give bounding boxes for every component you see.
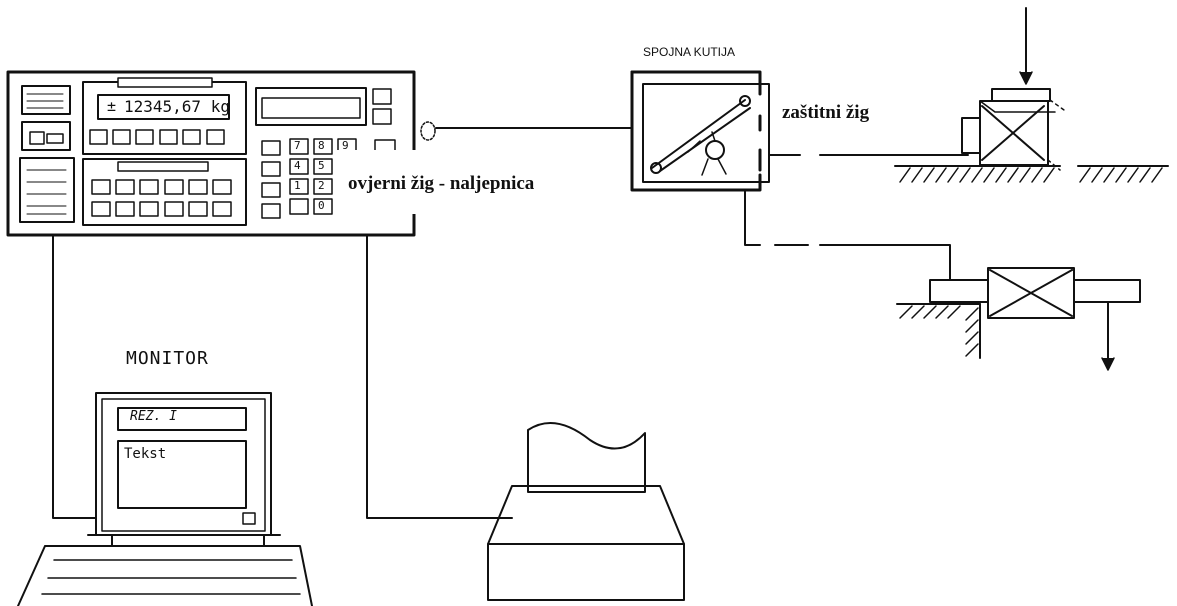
cable-junction-loadcell-2 <box>744 189 951 281</box>
numpad-key-7: 7 <box>294 139 301 152</box>
verification-seal-label: ovjerni žig - naljepnica <box>348 173 535 194</box>
cable-terminal-monitor <box>52 234 97 519</box>
cable-terminal-printer <box>366 234 513 519</box>
protective-seal-label: zaštitni žig <box>782 102 870 123</box>
numpad-key-8: 8 <box>318 139 325 152</box>
numpad-key-4: 4 <box>294 159 301 172</box>
monitor-field-2: Tekst <box>124 446 167 462</box>
monitor <box>17 392 313 606</box>
label-mask <box>336 150 588 214</box>
weight-display-value: 12345,67 kg <box>124 97 230 116</box>
weighing-terminal <box>6 70 436 237</box>
function-keys-row <box>89 129 225 145</box>
numpad-key-2: 2 <box>318 179 325 192</box>
numpad-key-9: 9 <box>342 139 349 152</box>
printer <box>487 422 685 601</box>
side-keys <box>261 140 281 219</box>
numpad-key-5: 5 <box>318 159 325 172</box>
symbol-keys <box>91 179 232 217</box>
connector-seal <box>420 121 436 141</box>
junction-box <box>630 70 770 192</box>
monitor-label: MONITOR <box>126 348 209 369</box>
load-cell-lower <box>896 267 1141 371</box>
numpad-key-1: 1 <box>294 179 301 192</box>
load-cell-upper <box>894 7 1169 183</box>
numpad-key-0: 0 <box>318 199 325 212</box>
weight-display-sign: ± <box>107 97 117 115</box>
monitor-field-1: REZ. I <box>130 409 177 424</box>
junction-box-label: SPOJNA KUTIJA <box>643 45 736 59</box>
